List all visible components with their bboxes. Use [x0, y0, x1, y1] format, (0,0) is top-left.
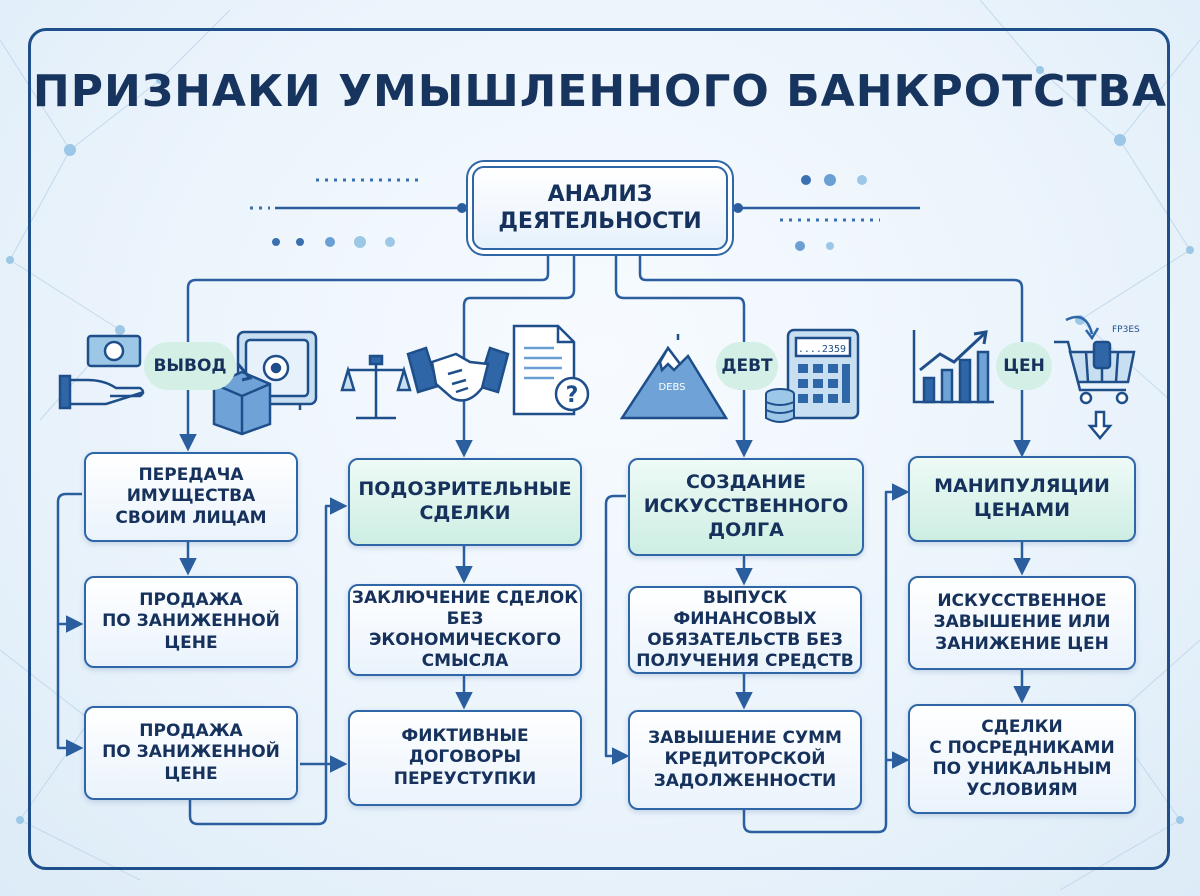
handshake-icon [406, 346, 510, 402]
growth-chart-icon [912, 330, 994, 404]
down-arrow-icon [1087, 410, 1113, 440]
svg-text:?: ? [566, 383, 579, 408]
column1-item-2: ПРОДАЖА ПО ЗАНИЖЕННОЙ ЦЕНЕ [84, 706, 298, 800]
column1-head-box: ПЕРЕДАЧА ИМУЩЕСТВА СВОИМ ЛИЦАМ [84, 452, 298, 542]
activity-analysis-box: АНАЛИЗ ДЕЯТЕЛЬНОСТИ [472, 166, 728, 250]
col1-left-bracket [56, 492, 84, 757]
center-to-col1-line [179, 250, 550, 452]
column2-item-2: ФИКТИВНЫЕ ДОГОВОРЫ ПЕРЕУСТУПКИ [348, 710, 582, 806]
document-question-icon: ? [512, 324, 590, 416]
column1-tag: ВЫВОД [144, 342, 236, 390]
column3-head-box: СОЗДАНИЕ ИСКУССТВЕННОГО ДОЛГА [628, 458, 864, 556]
col2-to-col3-link [604, 494, 630, 765]
money-in-hand-icon [58, 334, 145, 410]
column3-item-1: ВЫПУСК ФИНАНСОВЫХ ОБЯЗАТЕЛЬСТВ БЕЗ ПОЛУЧ… [628, 586, 862, 674]
box-icon [212, 363, 272, 436]
column2-item-1: ЗАКЛЮЧЕНИЕ СДЕЛОК БЕЗ ЭКОНОМИЧЕСКОГО СМЫ… [348, 584, 582, 676]
column1-item-1: ПРОДАЖА ПО ЗАНИЖЕННОЙ ЦЕНЕ [84, 576, 298, 668]
column4-tag: ЦЕН [996, 342, 1052, 390]
debt-mountain-icon: DEBS [619, 334, 729, 420]
calculator-icon: ....2359 [786, 328, 860, 420]
calculator-display: ....2359 [798, 344, 846, 355]
page-title: ПРИЗНАКИ УМЫШЛЕННОГО БАНКРОТСТВА [32, 66, 1168, 117]
column4-item-1: ИСКУССТВЕННОЕ ЗАВЫШЕНИЕ ИЛИ ЗАНИЖЕНИЕ ЦЕ… [908, 576, 1136, 670]
outer-frame [28, 28, 1170, 870]
coin-stack-icon [765, 388, 795, 423]
center-to-col2-line [455, 250, 576, 458]
cart-label: FP3ES [1112, 325, 1140, 335]
col3-to-col4-link [742, 483, 910, 834]
column4-item-2: СДЕЛКИ С ПОСРЕДНИКАМИ ПО УНИКАЛЬНЫМ УСЛО… [908, 704, 1136, 814]
column3-item-2: ЗАВЫШЕНИЕ СУММ КРЕДИТОРСКОЙ ЗАДОЛЖЕННОСТ… [628, 710, 862, 810]
center-to-col3-line [614, 250, 753, 458]
scales-icon [340, 354, 412, 420]
col1-to-col2-link [188, 497, 348, 826]
column4-head-box: МАНИПУЛЯЦИИ ЦЕНАМИ [908, 456, 1136, 542]
column3-tag: ДЕВТ [716, 342, 778, 390]
center-to-col4-line [638, 250, 1031, 458]
column2-head-box: ПОДОЗРИТЕЛЬНЫЕ СДЕЛКИ [348, 458, 582, 546]
shopping-cart-icon: FP3ES [1054, 315, 1140, 405]
mountain-label: DEBS [658, 382, 685, 393]
